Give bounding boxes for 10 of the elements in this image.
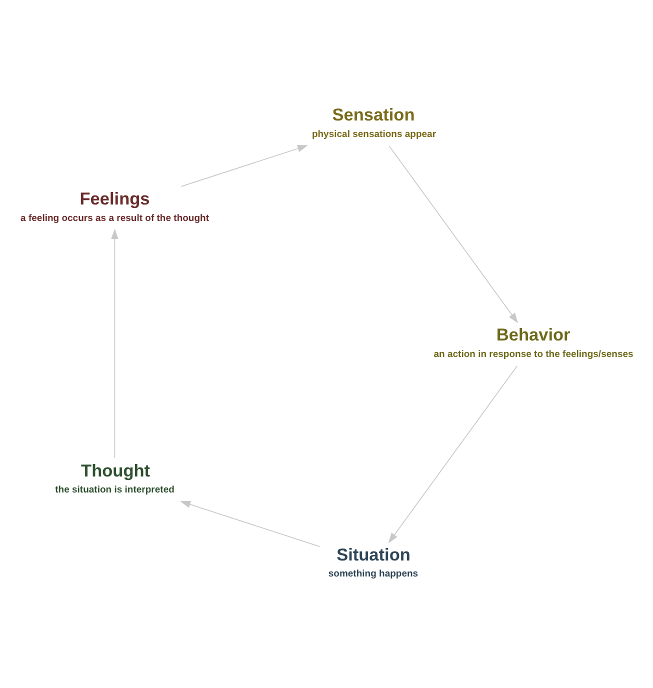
node-text: Feelings a feeling occurs as a result of the thought bbox=[20, 188, 210, 224]
node-text: Situation something happens bbox=[328, 544, 418, 580]
node-text: Behavior an action in response to the feelings/senses bbox=[434, 324, 634, 360]
arrow bbox=[111, 228, 118, 459]
arrow bbox=[388, 365, 518, 544]
arrow bbox=[388, 146, 518, 324]
arrow bbox=[180, 145, 308, 187]
node-text: Sensation physical sensations appear bbox=[312, 104, 436, 140]
arrow bbox=[180, 500, 320, 547]
node-text: Thought the situation is interpreted bbox=[55, 460, 174, 496]
